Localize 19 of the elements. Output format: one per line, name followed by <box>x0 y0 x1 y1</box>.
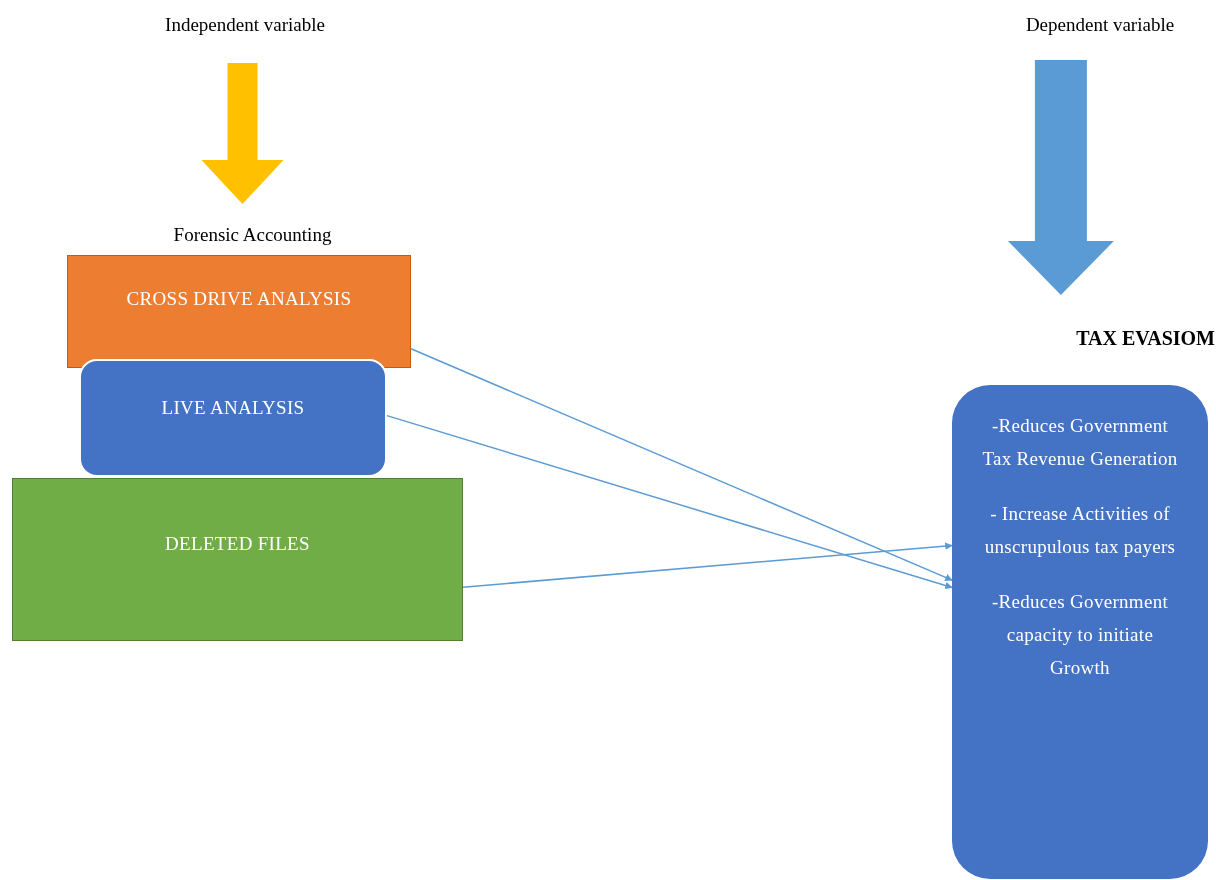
block-arrow <box>1007 60 1114 295</box>
bullet-text: - Increase Activities of unscrupulous tax payers <box>983 502 1177 559</box>
group-heading: TAX EVASIOM <box>1076 326 1215 351</box>
process-box <box>67 255 411 368</box>
block-arrow <box>201 63 284 204</box>
box-label: DELETED FILES <box>165 532 310 556</box>
box-label: CROSS DRIVE ANALYSIS <box>126 287 352 311</box>
arrow <box>410 348 953 581</box>
process-box <box>12 478 463 641</box>
variable-label: Independent variable <box>165 13 325 37</box>
outcome-box <box>952 385 1208 879</box>
arrow <box>386 414 953 590</box>
box-label: LIVE ANALYSIS <box>161 396 305 420</box>
process-box <box>79 359 387 477</box>
bullet-text: -Reduces Government capacity to initiate Growth <box>990 590 1170 680</box>
group-heading: Forensic Accounting <box>173 223 332 247</box>
bullet-text: -Reduces Government Tax Revenue Generation <box>981 414 1179 471</box>
variable-label: Dependent variable <box>1025 13 1175 37</box>
arrow <box>462 542 953 588</box>
